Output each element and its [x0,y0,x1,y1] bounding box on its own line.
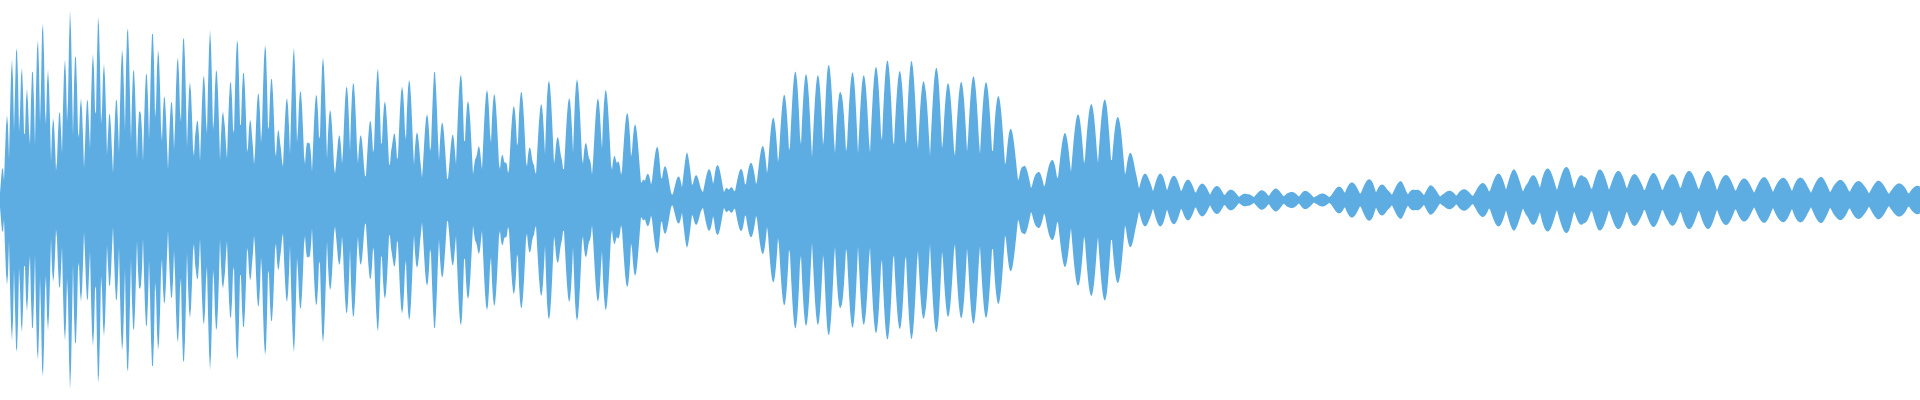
waveform-shape [0,9,1920,391]
